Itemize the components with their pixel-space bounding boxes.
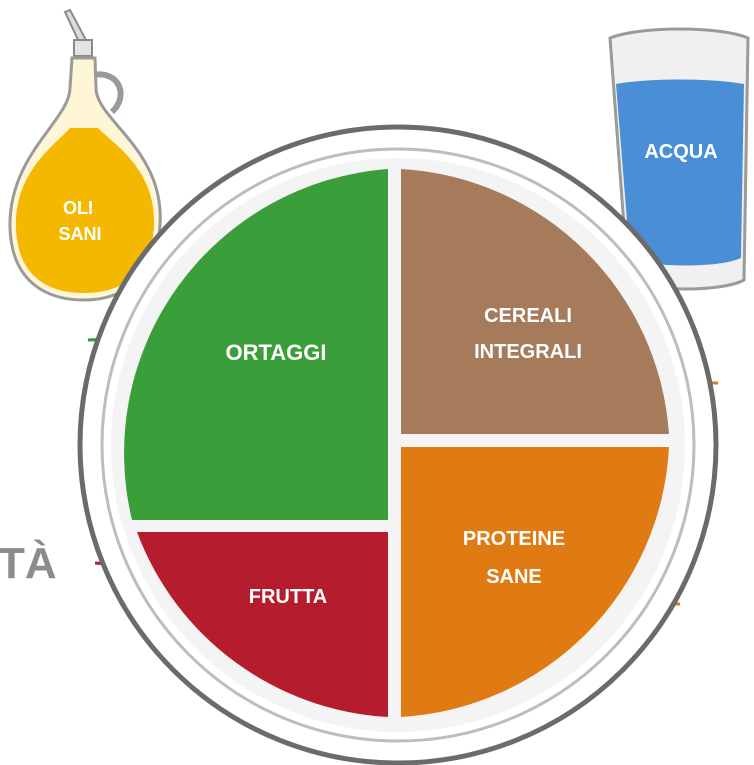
oil-label-line2: SANI [58, 224, 101, 244]
segment-fruit [137, 532, 388, 717]
fruit-label: FRUTTA [249, 586, 328, 608]
vegetables-label: ORTAGGI [225, 340, 326, 365]
water-glass: ACQUA [608, 27, 750, 291]
segment-grains [401, 169, 669, 434]
bottle-cap [73, 39, 93, 57]
oil-label-line1: OLI [63, 198, 93, 218]
grains-label-line1: CEREALI [484, 305, 572, 327]
protein-label-line2: SANE [486, 566, 542, 588]
glass-water [616, 79, 744, 266]
side-word: TÀ [0, 538, 57, 588]
segment-protein [401, 447, 669, 717]
grains-label-line2: INTEGRALI [474, 341, 582, 363]
water-label: ACQUA [644, 141, 717, 163]
oil-bottle: OLI SANI [8, 8, 162, 302]
segment-vegetables [124, 169, 388, 520]
plate: ORTAGGI CEREALI INTEGRALI PROTEINE SANE … [77, 124, 719, 765]
protein-label-line1: PROTEINE [463, 528, 565, 550]
bottle-handle [92, 71, 124, 115]
bottle-spout-icon [63, 8, 88, 46]
bottle-oil [15, 128, 155, 293]
